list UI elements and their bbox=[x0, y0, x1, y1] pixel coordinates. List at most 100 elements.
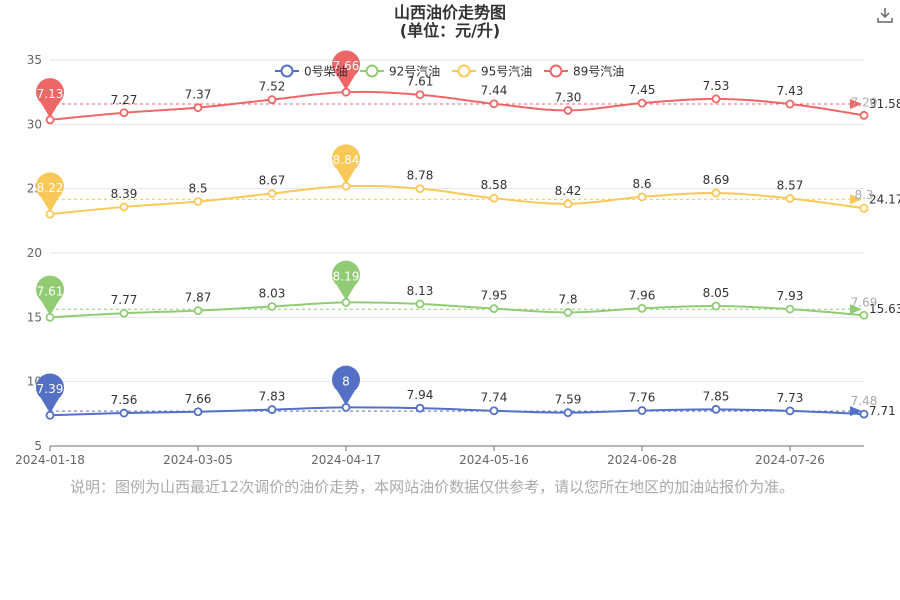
data-label: 7.87 bbox=[185, 291, 212, 305]
data-point bbox=[267, 95, 277, 105]
data-point bbox=[785, 99, 795, 109]
chart-subtitle: (单位：元/升) bbox=[399, 21, 501, 40]
y-tick-label: 35 bbox=[27, 53, 42, 67]
x-tick-label: 2024-03-05 bbox=[163, 453, 233, 467]
y-tick-label: 15 bbox=[27, 310, 42, 324]
marker-pin bbox=[332, 365, 361, 406]
data-label: 7.76 bbox=[629, 390, 656, 404]
data-label: 7.74 bbox=[481, 391, 508, 405]
data-label: 7.85 bbox=[703, 389, 730, 403]
data-point bbox=[711, 301, 721, 311]
data-point bbox=[415, 90, 425, 100]
data-point bbox=[119, 202, 129, 212]
data-point bbox=[711, 404, 721, 414]
data-point bbox=[563, 308, 573, 317]
x-tick-label: 2024-05-16 bbox=[459, 453, 529, 467]
data-point bbox=[785, 304, 795, 314]
data-label: 8.5 bbox=[188, 182, 207, 196]
data-point bbox=[785, 406, 795, 416]
data-label: 8.39 bbox=[111, 187, 138, 201]
data-point bbox=[415, 184, 425, 194]
data-point bbox=[859, 409, 869, 419]
data-label: 7.96 bbox=[629, 288, 656, 302]
data-label: 8.6 bbox=[632, 177, 651, 191]
series-line bbox=[49, 301, 865, 319]
marker-pin bbox=[332, 50, 360, 91]
legend-label: 89号汽油 bbox=[573, 64, 624, 79]
data-label: 8.58 bbox=[481, 178, 508, 192]
data-label: 7.53 bbox=[703, 79, 730, 93]
data-label: 7.44 bbox=[481, 84, 508, 98]
x-tick-label: 2024-01-18 bbox=[15, 453, 85, 467]
marker-pin bbox=[332, 144, 360, 185]
data-label: 7.93 bbox=[777, 289, 804, 303]
data-label: 7.37 bbox=[185, 88, 212, 102]
series-line bbox=[49, 184, 865, 216]
marker-pin bbox=[36, 172, 64, 213]
average-label: 7.71 bbox=[869, 404, 896, 418]
data-point bbox=[193, 306, 203, 316]
data-point bbox=[119, 108, 129, 118]
data-label: 7.45 bbox=[629, 83, 656, 97]
data-point bbox=[711, 94, 721, 104]
legend-label: 95号汽油 bbox=[481, 64, 532, 79]
marker-pin bbox=[36, 275, 65, 316]
average-arrow bbox=[850, 304, 862, 315]
data-label: 7.20 bbox=[851, 95, 878, 109]
download-icon[interactable] bbox=[876, 6, 894, 24]
data-point bbox=[267, 302, 277, 311]
marker-pin-label: 8 bbox=[342, 374, 350, 388]
marker-pin-label: 7.39 bbox=[37, 382, 64, 396]
series-line bbox=[49, 406, 865, 417]
marker-pin-label: 8.84 bbox=[333, 153, 360, 167]
chart-title-block: 山西油价走势图 (单位：元/升) bbox=[0, 4, 900, 40]
chart-title: 山西油价走势图 bbox=[393, 3, 506, 22]
y-tick-label: 20 bbox=[27, 246, 42, 260]
data-point bbox=[267, 405, 277, 414]
data-point bbox=[563, 199, 573, 209]
marker-pin bbox=[332, 260, 361, 301]
chart-note: 说明：图例为山西最近12次调价的油价走势，本网站油价数据仅供参考，请以您所在地区… bbox=[70, 478, 795, 496]
data-point bbox=[489, 304, 499, 313]
data-label: 8.69 bbox=[703, 173, 730, 187]
data-point bbox=[489, 193, 499, 203]
data-point bbox=[193, 103, 203, 113]
data-point bbox=[119, 308, 129, 318]
data-label: 7.66 bbox=[185, 392, 212, 406]
marker-pin-label: 7.66 bbox=[333, 59, 360, 73]
data-point bbox=[563, 408, 573, 418]
data-label: 7.69 bbox=[851, 295, 878, 309]
marker-pin-label: 8.19 bbox=[333, 269, 360, 283]
legend-swatch-marker bbox=[457, 64, 471, 78]
data-label: 8.57 bbox=[777, 178, 804, 192]
data-point bbox=[859, 203, 869, 213]
data-label: 8.42 bbox=[555, 184, 582, 198]
data-label: 8.13 bbox=[407, 284, 434, 298]
data-point bbox=[193, 407, 203, 417]
data-label: 7.77 bbox=[111, 293, 138, 307]
data-label: 7.30 bbox=[555, 90, 582, 104]
data-label: 8.78 bbox=[407, 169, 434, 183]
data-point bbox=[859, 310, 869, 320]
average-label: 31.58 bbox=[869, 97, 900, 111]
average-label: 15.63 bbox=[869, 302, 900, 316]
legend-swatch-marker bbox=[549, 64, 563, 78]
marker-pin-label: 7.61 bbox=[37, 284, 64, 298]
data-label: 7.48 bbox=[851, 394, 878, 408]
data-point bbox=[785, 194, 795, 203]
x-tick-label: 2024-06-28 bbox=[607, 453, 677, 467]
y-tick-label: 5 bbox=[34, 439, 42, 453]
data-point bbox=[637, 98, 647, 108]
x-tick-label: 2024-04-17 bbox=[311, 453, 381, 467]
data-label: 7.95 bbox=[481, 289, 508, 303]
data-point bbox=[415, 299, 425, 309]
data-point bbox=[267, 189, 277, 198]
data-label: 8.67 bbox=[259, 174, 286, 188]
data-label: 7.61 bbox=[407, 75, 434, 89]
data-label: 7.52 bbox=[259, 80, 286, 94]
data-point bbox=[489, 99, 499, 109]
data-label: 7.8 bbox=[558, 292, 577, 306]
data-label: 8.05 bbox=[703, 286, 730, 300]
data-point bbox=[193, 197, 203, 206]
average-arrow bbox=[850, 99, 862, 110]
